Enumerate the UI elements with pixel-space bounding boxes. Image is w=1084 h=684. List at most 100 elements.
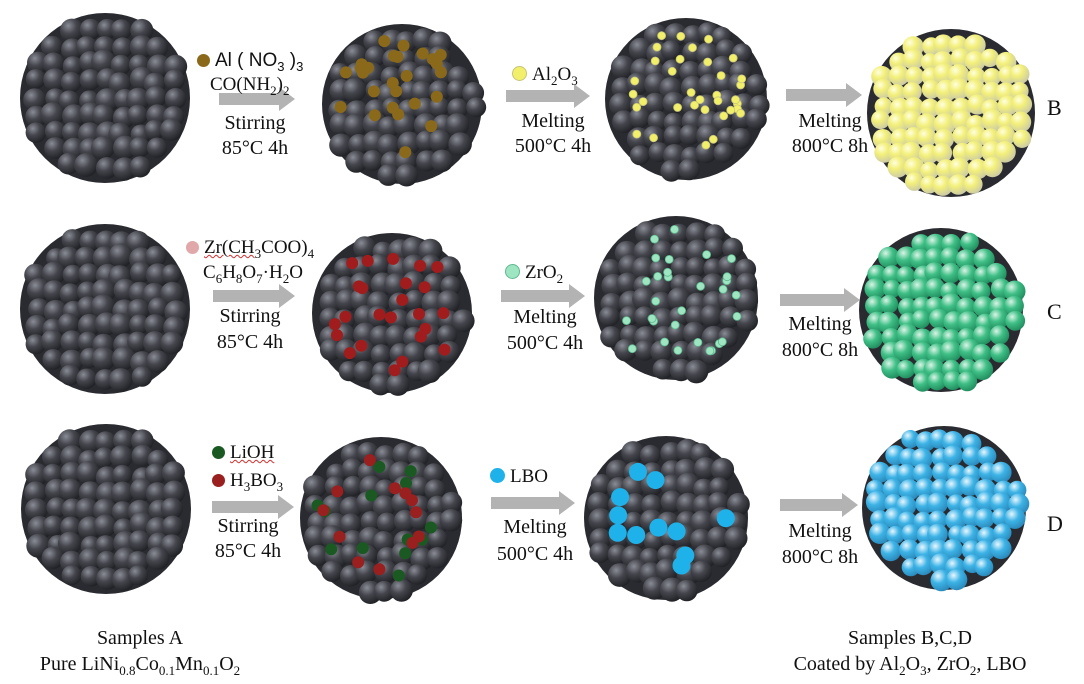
alumina-dot-icon (512, 66, 527, 81)
precursor-particle-cluster-particle (307, 544, 329, 566)
coated-particle-cluster-d-particle (977, 446, 997, 466)
alumina-dot (719, 111, 729, 121)
oxide-particle-cluster-particle (643, 23, 668, 48)
zirconia-dot (718, 284, 728, 294)
formula-part: Coated by Al (793, 653, 900, 675)
oxide-particle-cluster-particle (641, 494, 663, 516)
precursor-particle-cluster-particle (448, 132, 472, 156)
oxide-particle-cluster-particle (652, 358, 674, 380)
precursor-particle-cluster-particle (424, 479, 446, 501)
precursor-particle-cluster-particle (428, 129, 451, 152)
precursor-particle-cluster-particle (370, 344, 392, 365)
reagent-sub: 3 (254, 245, 262, 261)
pristine-particle-cluster-particle (164, 87, 187, 110)
lbo-dot (629, 462, 647, 481)
alumina-dot (676, 31, 686, 41)
pristine-particle-cluster-particle (161, 515, 184, 537)
oxide-particle-cluster-particle (693, 478, 714, 500)
oxide-particle-cluster-particle (644, 92, 666, 115)
footer-left: Samples A Pure LiNi0.8Co0.1Mn0.1O2 (20, 625, 260, 684)
oxide-particle-cluster-particle (709, 477, 729, 498)
pristine-particle-cluster-particle (160, 331, 184, 355)
oxide-particle-cluster-particle (745, 108, 767, 130)
step1-label: Stirring (217, 515, 279, 537)
zr-precursor-dot (339, 310, 352, 323)
oxide-particle-cluster-particle (647, 110, 668, 131)
coated-particle-cluster-b-particle (948, 174, 969, 195)
coated-particle-cluster-d-particle (913, 555, 934, 576)
oxide-particle-cluster-particle (679, 124, 701, 146)
alumina-dot (690, 100, 699, 110)
coated-particle-cluster-b-particle (997, 112, 1016, 132)
lioh-dot (392, 569, 405, 582)
oxide-particle-cluster-particle (621, 441, 645, 465)
coated-particle-cluster-b-particle (920, 98, 940, 118)
coated-particle-cluster-d-particle (990, 537, 1012, 560)
alumina-dot (650, 56, 660, 66)
pristine-particle-cluster-particle (131, 366, 153, 387)
zr-precursor-dot (384, 311, 397, 324)
alumina-dot (652, 42, 662, 52)
zirconia-dot (702, 250, 711, 260)
pristine-particle-cluster-particle (91, 49, 116, 74)
coated-particle-cluster-c-particle (879, 294, 899, 314)
coated-particle-cluster-c-particle (940, 262, 961, 284)
process-arrow (501, 284, 585, 308)
precursor-particle-cluster-particle (426, 547, 449, 569)
precursor-particle-cluster-particle (338, 361, 359, 382)
oxide-sub: 2 (556, 270, 564, 286)
reagent-after: ) (284, 50, 297, 71)
zr-precursor-dot (352, 280, 365, 293)
zr-precursor-dot (343, 347, 356, 360)
pristine-particle-cluster-particle (76, 368, 97, 389)
precursor-particle-cluster-particle (437, 256, 461, 280)
pristine-particle-cluster-particle (160, 281, 185, 306)
reagent-line-2: C6H8O7·H2O (203, 262, 303, 290)
coated-particle-cluster-b-particle (888, 65, 910, 86)
oxide-particle-cluster-particle (700, 304, 723, 327)
coated-particle-cluster-d-particle (962, 446, 982, 466)
oxide-particle-cluster-particle (667, 287, 691, 311)
coated-particle-cluster-b-particle (1011, 93, 1033, 115)
oxide-particle-cluster-particle (589, 542, 611, 564)
zirconia-dot (664, 254, 674, 264)
reagent-text: Al ( NO (215, 50, 278, 71)
step1-label: Stirring (224, 112, 286, 134)
precursor-particle-cluster-particle (386, 372, 410, 396)
coated-particle-cluster-b-particle (933, 113, 956, 136)
precursor-particle-cluster-particle (377, 133, 400, 157)
pristine-particle-cluster-particle (60, 71, 82, 93)
pristine-particle-cluster-particle (43, 280, 65, 302)
oxide-particle-cluster-particle (642, 576, 667, 600)
reagent-text: LiOH (230, 442, 275, 463)
coated-particle-cluster-b-particle (933, 34, 954, 55)
step1-cond: 85°C 4h (221, 137, 289, 159)
coated-particle-cluster-b-particle (980, 48, 999, 68)
coated-particle-cluster-d-particle (898, 479, 920, 501)
pristine-particle-cluster-particle (44, 137, 66, 159)
al-dot-icon (197, 54, 210, 67)
al-precursor-dot (386, 101, 399, 114)
oxide-text: ZrO (525, 262, 557, 283)
coated-particle-cluster-c-particle (973, 296, 995, 318)
zirconia-dot (670, 224, 679, 234)
coated-particle-cluster-d-particle (896, 463, 917, 484)
reagent-sub2: 2 (283, 82, 290, 98)
coated-particle-cluster-c-particle (881, 357, 903, 379)
oxide-text: LBO (510, 466, 548, 487)
pristine-particle-cluster-particle (146, 54, 171, 79)
precursor-particle-cluster-particle (445, 113, 470, 137)
alumina-dot (673, 103, 682, 112)
al-precursor-dot (334, 101, 347, 113)
lbo-dot (608, 523, 627, 542)
coated-particle-cluster-d-particle (946, 569, 968, 591)
reagent-sub2: 4 (307, 245, 315, 261)
pristine-particle-cluster-particle (42, 349, 64, 370)
oxide-particle-cluster-particle (629, 107, 651, 129)
zr-reagent-dot-icon (186, 241, 199, 254)
coated-particle-cluster-c-particle (972, 325, 993, 345)
coated-particle-cluster-b-particle (871, 110, 890, 130)
coated-particle-cluster-d-particle (974, 557, 994, 577)
oxide-particle-cluster-particle (681, 75, 704, 99)
